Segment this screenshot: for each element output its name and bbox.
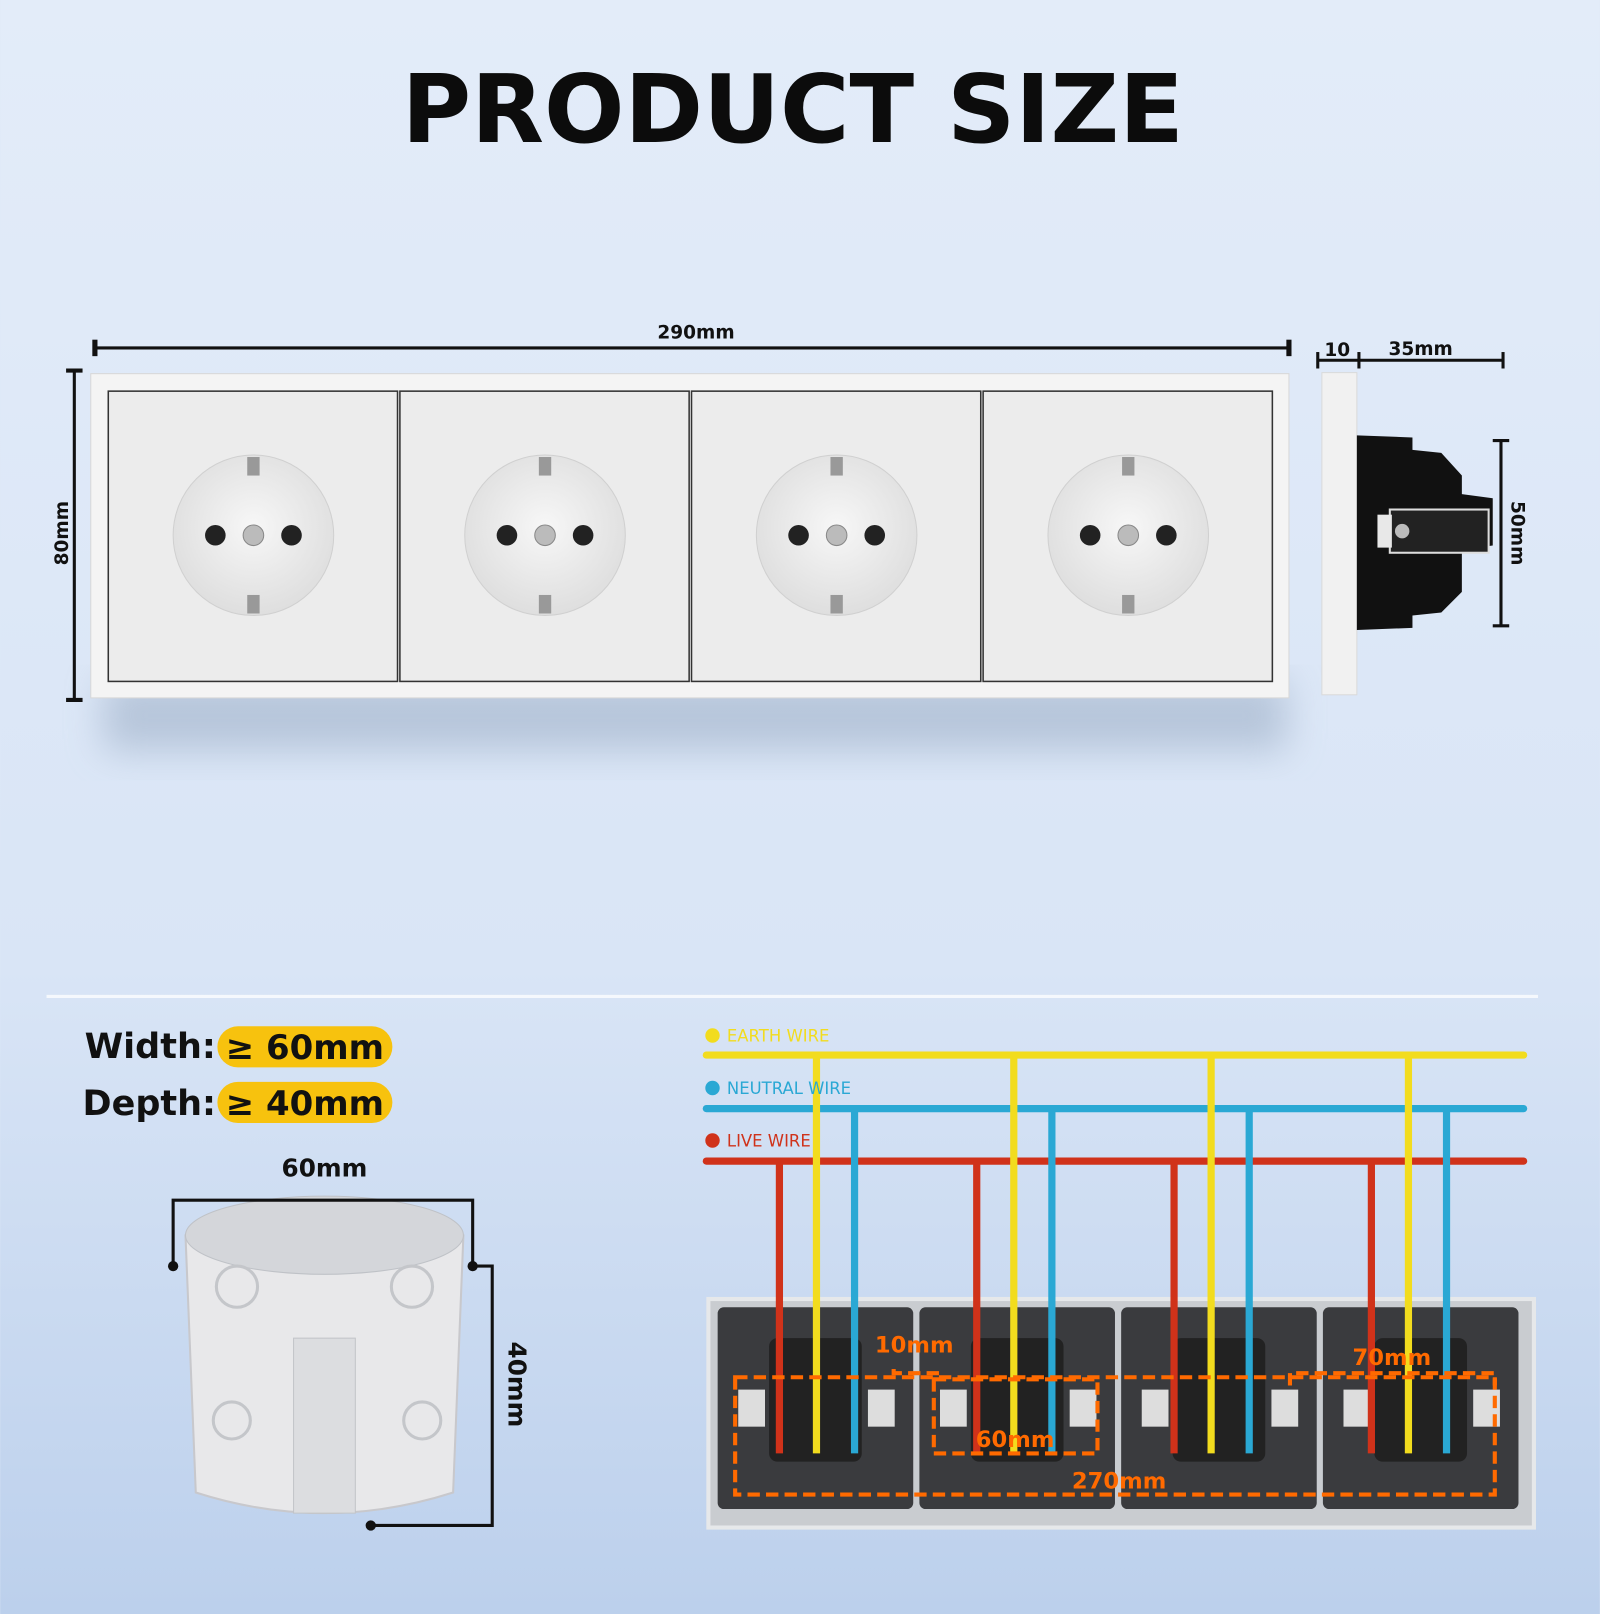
socket-module — [107, 390, 399, 683]
junction-box: 60mm 40mm — [167, 1154, 532, 1531]
legend-earth-wire: EARTH WIRE — [727, 1027, 829, 1046]
pin-hole — [864, 524, 886, 546]
back-module — [1322, 1307, 1519, 1510]
depth-requirement-value: ≥ 40mm — [226, 1084, 384, 1124]
depth-requirement-pill — [217, 1081, 393, 1124]
front-view: 290mm 80mm — [52, 323, 1292, 752]
plate-depth-label: 10 — [1324, 340, 1350, 361]
module-label: 60mm — [976, 1427, 1055, 1453]
back-module — [1121, 1307, 1317, 1510]
socket-module — [690, 390, 982, 683]
total-dimension-box — [733, 1375, 1497, 1497]
module-dimension-box — [931, 1377, 1100, 1456]
pin-hole — [1156, 524, 1177, 546]
socket-module — [399, 390, 690, 683]
pitch-label: 70mm — [1353, 1345, 1432, 1371]
legend-neutral-wire: NEUTRAL WIRE — [727, 1079, 851, 1098]
height-dimension-label: 80mm — [52, 501, 73, 565]
requirements: Width: ≥ 60mm Depth: ≥ 40mm — [83, 1026, 393, 1124]
width-requirement-value: ≥ 60mm — [226, 1028, 384, 1068]
total-label: 270mm — [1072, 1468, 1166, 1494]
wiring-diagram: EARTH WIRE NEUTRAL WIRE LIVE WIRE 10mm 7… — [702, 1027, 1536, 1530]
spacing-label: 10mm — [875, 1333, 954, 1359]
side-view: 10 35mm 50mm — [1316, 339, 1527, 696]
width-requirement-label: Width: — [85, 1027, 216, 1067]
pin-hole — [572, 524, 594, 546]
pin-hole — [281, 524, 302, 546]
socket-module — [982, 390, 1274, 683]
pin-hole — [496, 524, 518, 546]
pin-hole — [205, 524, 226, 546]
module-depth-label: 35mm — [1389, 339, 1453, 360]
pin-hole — [788, 524, 809, 546]
width-dimension-label: 290mm — [657, 323, 734, 344]
spacing-dimension-line — [891, 1369, 942, 1376]
pin-hole — [1079, 524, 1101, 546]
module-height-label: 50mm — [1506, 501, 1527, 565]
box-width-label: 60mm — [282, 1154, 368, 1183]
box-depth-label: 40mm — [503, 1342, 532, 1428]
page-title: PRODUCT SIZE — [402, 55, 1184, 165]
pitch-dimension-line — [1287, 1371, 1497, 1386]
width-requirement-pill — [217, 1026, 393, 1068]
legend-live-wire: LIVE WIRE — [727, 1132, 811, 1151]
depth-requirement-label: Depth: — [83, 1084, 216, 1124]
